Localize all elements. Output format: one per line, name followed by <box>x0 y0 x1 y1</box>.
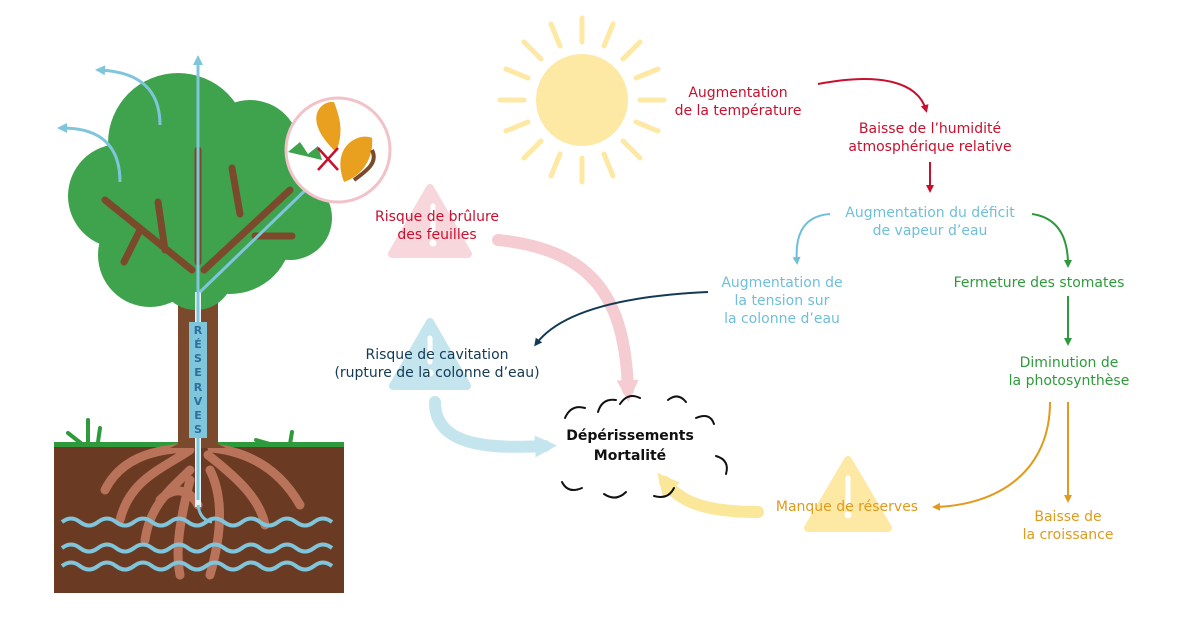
water-tension-label: Augmentation de la tension sur la colonn… <box>721 275 843 327</box>
trunk-letter: E <box>194 408 202 422</box>
vapour-deficit-label: Augmentation du déficit de vapeur d’eau <box>845 205 1015 239</box>
trunk-letter: E <box>194 366 202 380</box>
trunk-letter: S <box>194 352 202 366</box>
burnt-leaf-icon <box>284 96 392 204</box>
trunk-letter: S <box>194 422 202 436</box>
growth-label: Baisse de la croissance <box>1022 509 1114 543</box>
leaf-burn-label: Risque de brûlure des feuilles <box>374 209 500 243</box>
photosynthesis-label: Diminution de la photosynthèse <box>1008 355 1130 389</box>
reserves-trunk-label: R É S E R V E S <box>189 324 207 436</box>
photosynthesis-to-reserves-arrow <box>932 401 1051 511</box>
trunk-letter: É <box>194 338 202 352</box>
warning-triangle-icon <box>389 318 471 390</box>
temp-to-humidity-arrow <box>817 78 929 113</box>
deficit-to-stomata-arrow <box>1031 213 1072 268</box>
warning-triangle-icon <box>804 456 892 532</box>
transpiration-arrow <box>95 65 162 126</box>
trunk-letter: R <box>193 380 203 394</box>
temperature-label: Augmentation de la température <box>674 85 802 119</box>
humidity-label: Baisse de l’humidité atmosphérique relat… <box>848 121 1012 155</box>
reserves-to-mortality-arrow <box>657 472 764 518</box>
reserves-lack-label: Manque de réserves <box>775 499 919 515</box>
tension-to-cavitation-arrow <box>534 291 709 347</box>
sun-icon <box>497 15 667 185</box>
trunk-letter: V <box>193 394 203 408</box>
groundwater-waves <box>60 516 334 572</box>
leaf-burn-to-mortality-arrow <box>492 234 639 402</box>
stomata-label: Fermeture des stomates <box>953 275 1125 291</box>
transpiration-arrow <box>57 123 122 183</box>
trunk-letter: R <box>193 324 203 337</box>
grass-tufts <box>66 418 294 446</box>
warning-triangle-icon <box>388 184 472 258</box>
cavitation-label: Risque de cavitation (rupture de la colo… <box>334 347 540 381</box>
burst-outline-icon <box>561 395 728 499</box>
reserves-box <box>189 322 207 438</box>
cavitation-to-mortality-arrow <box>429 396 557 458</box>
outcome-label: Dépérissements Mortalité <box>566 428 694 464</box>
deficit-to-tension-arrow <box>792 213 831 265</box>
tree-icon <box>54 55 356 593</box>
